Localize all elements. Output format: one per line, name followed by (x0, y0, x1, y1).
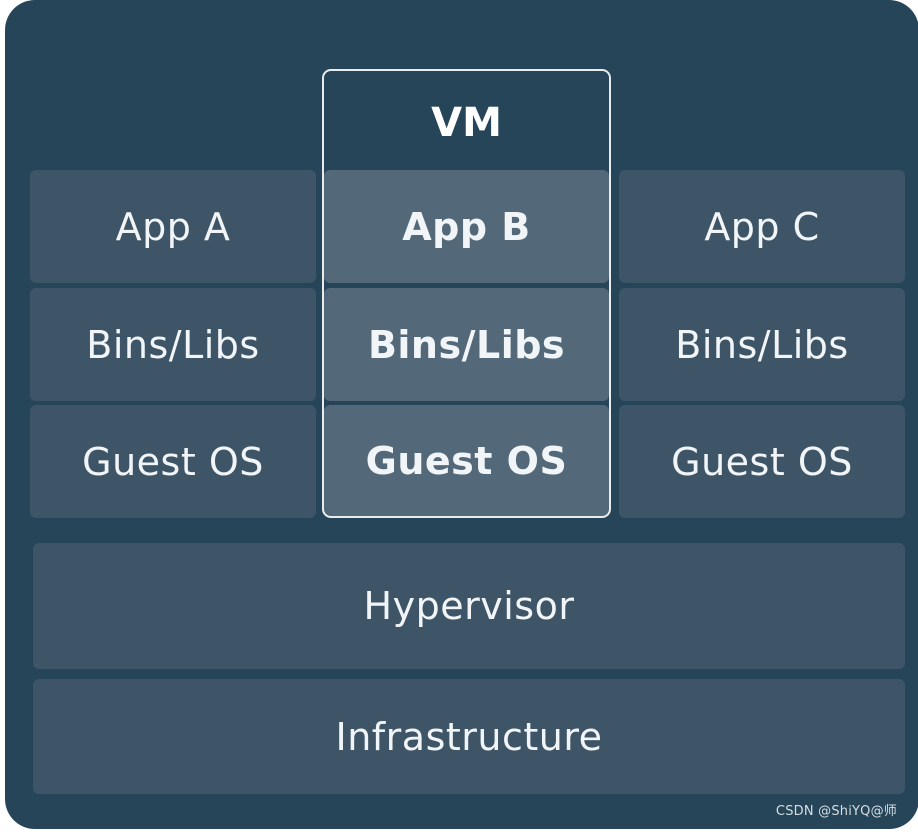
guest-os-a-label: Guest OS (82, 439, 264, 484)
hypervisor-label: Hypervisor (363, 584, 575, 628)
bins-libs-b-box: Bins/Libs (324, 288, 609, 401)
app-a-label: App A (115, 204, 231, 249)
app-c-box: App C (619, 170, 905, 283)
app-b-box: App B (324, 170, 609, 283)
vm-label: VM (431, 100, 502, 146)
guest-os-b-box: Guest OS (324, 405, 609, 516)
app-a-box: App A (30, 170, 316, 283)
app-b-label: App B (402, 204, 531, 249)
bins-libs-c-label: Bins/Libs (675, 322, 849, 367)
bins-libs-a-box: Bins/Libs (30, 288, 316, 401)
infrastructure-layer: Infrastructure (33, 679, 905, 794)
guest-os-c-label: Guest OS (671, 439, 853, 484)
vm-architecture-diagram: App A Bins/Libs Guest OS App B Bins/Libs… (5, 0, 918, 829)
infrastructure-label: Infrastructure (335, 714, 603, 759)
watermark: CSDN @ShiYQ@师 (775, 804, 897, 819)
guest-os-a-box: Guest OS (30, 405, 316, 518)
bins-libs-b-label: Bins/Libs (367, 322, 566, 367)
guest-os-c-box: Guest OS (619, 405, 905, 518)
app-c-label: App C (704, 204, 820, 249)
bins-libs-c-box: Bins/Libs (619, 288, 905, 401)
guest-os-b-label: Guest OS (365, 438, 568, 483)
bins-libs-a-label: Bins/Libs (86, 322, 260, 367)
hypervisor-layer: Hypervisor (33, 543, 905, 669)
